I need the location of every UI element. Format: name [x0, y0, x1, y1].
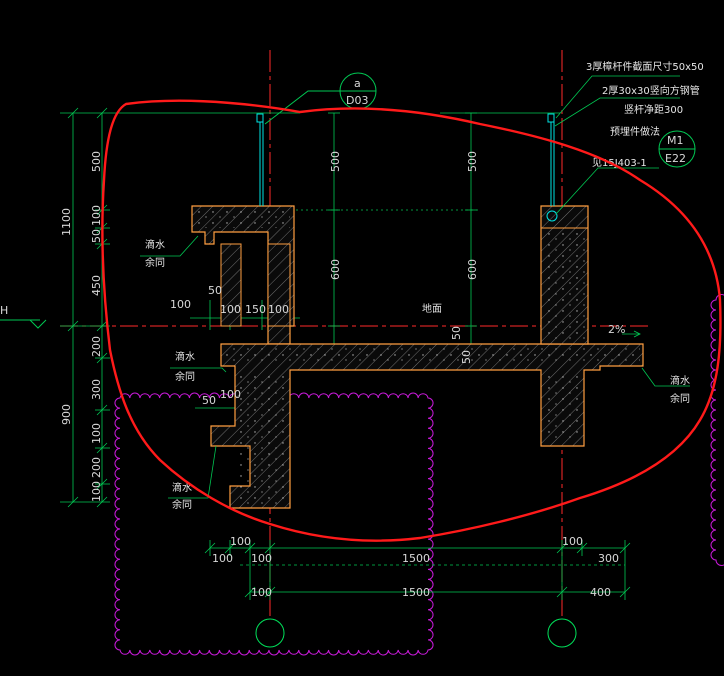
drip-note-2-line2: 余同	[175, 370, 195, 383]
dim-row2-b: 100	[251, 552, 272, 565]
detail-a-top: a	[354, 77, 361, 90]
dim-50: 50	[90, 229, 103, 243]
dim-row3-a: 100	[251, 586, 272, 599]
drip-notes: 滴水 余同 滴水 余同 滴水 余同 滴水 余同	[140, 235, 690, 511]
dim-inner-h100b: 100	[220, 388, 241, 401]
dim-100b: 100	[90, 423, 103, 444]
dim-right-600: 600	[466, 259, 479, 280]
drip-note-4-line2: 余同	[670, 392, 690, 405]
dim-total-top: 1100	[60, 208, 73, 236]
dim-left-500: 500	[329, 151, 342, 172]
concrete-section	[191, 205, 644, 509]
slope-text: 2%	[608, 323, 625, 336]
bottom-dimension-text: 100 100 100 100 1500 300 100 1500 400	[212, 535, 619, 599]
leader-notes: 3厚樟杆件截面尺寸50x50 2厚30x30竖向方钢管 竖杆净距300 预埋件做…	[554, 60, 704, 215]
red-markup-circle	[101, 99, 722, 542]
dim-450: 450	[90, 275, 103, 296]
drip-note-3-line1: 滴水	[172, 481, 192, 494]
dim-100c: 100	[90, 481, 103, 502]
dim-200b: 200	[90, 457, 103, 478]
slope-indicator: 2%	[608, 323, 641, 338]
dim-inner-h50b: 50	[202, 394, 216, 407]
level-marker-label: H	[0, 304, 8, 317]
dim-row2-a: 100	[212, 552, 233, 565]
inner-dimension-text: 100 50 100 150 100 50 100 地面	[170, 284, 442, 407]
dim-inner-w100b: 100	[268, 303, 289, 316]
dim-right-500: 500	[466, 151, 479, 172]
drip-note-4-line1: 滴水	[670, 374, 690, 387]
level-marker: H	[0, 304, 47, 329]
dim-500: 500	[90, 151, 103, 172]
detail-m1-top: M1	[667, 134, 684, 147]
dim-row2-span: 1500	[402, 552, 430, 565]
floor-label: 地面	[422, 302, 442, 315]
revision-clouds	[114, 294, 724, 656]
note-rail-tube: 2厚30x30竖向方钢管	[602, 84, 700, 97]
drip-note-1-line1: 滴水	[145, 238, 165, 251]
dim-inner-w150: 150	[245, 303, 266, 316]
dim-200: 200	[90, 336, 103, 357]
dim-inner-100: 100	[170, 298, 191, 311]
callout-detail-a: a D03	[264, 72, 377, 125]
grid-bubble-left	[255, 618, 285, 648]
drip-note-1-line2: 余同	[145, 256, 165, 269]
dim-300: 300	[90, 379, 103, 400]
dim-mid-50: 50	[450, 326, 463, 340]
note-embed-method: 预埋件做法	[610, 125, 660, 138]
revision-cloud-right	[710, 294, 724, 566]
dim-row3-span: 1500	[402, 586, 430, 599]
dim-100: 100	[90, 205, 103, 226]
drip-note-3-line2: 余同	[172, 498, 192, 511]
grid-bubble-right	[547, 618, 577, 648]
dim-total-bottom: 900	[60, 404, 73, 425]
railing-posts	[256, 113, 558, 222]
dim-row2-right: 300	[598, 552, 619, 565]
grid-bubbles	[255, 618, 577, 648]
vertical-dimension-text: 500 600 500 600 50 50	[329, 151, 479, 364]
left-dimension-text: 1100 500 100 50 450 900 200 300 100 200 …	[60, 151, 103, 502]
note-rail-section: 3厚樟杆件截面尺寸50x50	[586, 60, 704, 73]
dim-row1-right: 100	[562, 535, 583, 548]
dim-inner-50: 50	[208, 284, 222, 297]
detail-m1-bottom: E22	[665, 152, 686, 165]
note-rail-spacing: 竖杆净距300	[624, 103, 683, 116]
railing-post-right	[547, 113, 555, 123]
railing-post-left	[256, 113, 264, 123]
dim-row1-left: 100	[230, 535, 251, 548]
dim-row3-right: 400	[590, 586, 611, 599]
dim-inner-w100a: 100	[220, 303, 241, 316]
callout-detail-m1: M1 E22	[658, 130, 696, 168]
drip-note-2-line1: 滴水	[175, 350, 195, 363]
dimension-lines	[60, 107, 631, 600]
dim-mid-50b: 50	[460, 350, 473, 364]
embed-plate-marker	[546, 210, 558, 222]
revision-cloud-left	[114, 392, 434, 656]
detail-a-bottom: D03	[346, 94, 368, 107]
dim-left-600: 600	[329, 259, 342, 280]
